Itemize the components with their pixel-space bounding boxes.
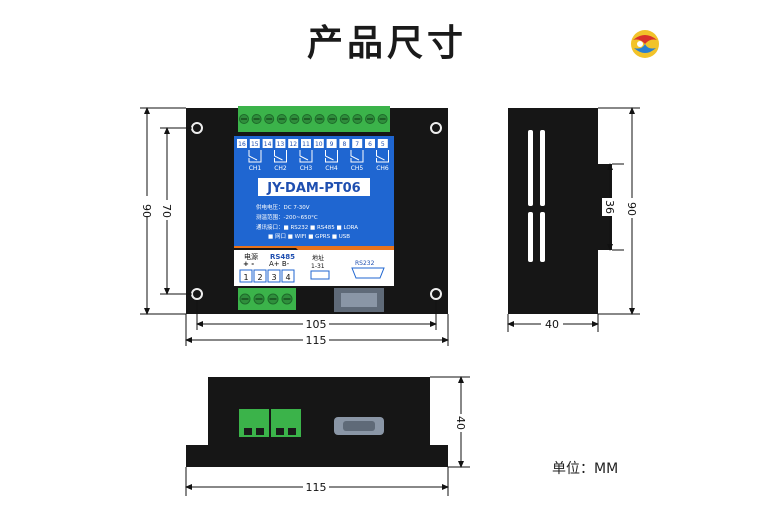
bottom-view	[186, 377, 448, 467]
terminal-label-box	[377, 139, 388, 148]
spec-voltage: 供电电压：DC 7-30V	[256, 203, 310, 211]
terminal-label: 7	[355, 141, 359, 148]
dim-side-inner: 36	[603, 200, 616, 214]
address-range: 1-31	[311, 263, 325, 270]
page-title: 产品尺寸	[306, 23, 467, 64]
relay-contact-icon	[350, 150, 364, 163]
terminal-label-box	[365, 139, 375, 148]
terminal-number: 3	[271, 273, 276, 282]
terminal-label: 13	[277, 141, 285, 148]
db9-port-inner	[343, 421, 375, 431]
terminal-number-box	[239, 269, 253, 283]
terminal-block-left	[239, 409, 269, 437]
channel-label: CH5	[351, 165, 364, 172]
spec-comm: 通讯接口：■ RS232 ■ RS485 ■ LORA	[256, 223, 358, 231]
terminal-label: 15	[251, 141, 259, 148]
terminal-hole	[288, 428, 296, 435]
dim-side-depth: 40	[545, 318, 559, 331]
model-banner	[258, 178, 370, 196]
model-name: JY-DAM-PT06	[266, 181, 360, 196]
terminal-label: 6	[368, 141, 372, 148]
terminal-label-box	[249, 139, 260, 148]
terminal-number: 4	[285, 273, 290, 282]
relay-contact-icon	[299, 150, 313, 163]
power-rs485-terminal	[238, 288, 296, 310]
db9-connector-icon	[351, 267, 385, 279]
terminal-number-box	[281, 269, 295, 283]
terminal-number: 1	[243, 273, 248, 282]
relay-contact-icon	[248, 150, 262, 163]
spec-temp: 测温范围：-200~650°C	[256, 213, 318, 221]
spec-comm-2: ■ 网口 ■ WIFI ■ GPRS ■ USB	[268, 233, 350, 240]
mount-hole-icon	[430, 122, 442, 134]
terminal-label-box	[301, 139, 311, 148]
dim-bottom-height: 40	[454, 416, 467, 430]
terminal-label: 10	[315, 141, 323, 148]
terminal-hole	[244, 428, 252, 435]
db9-port-inner	[341, 293, 377, 307]
terminal-label-box	[275, 139, 286, 148]
relay-contact-icon	[274, 150, 287, 163]
dim-front-height-inner: 70	[160, 204, 173, 218]
relay-terminal-block	[238, 106, 390, 132]
terminal-number: 2	[257, 273, 262, 282]
terminal-label-box	[288, 139, 299, 148]
terminal-label-box	[313, 139, 324, 148]
power-label: 电源	[244, 252, 258, 261]
terminal-number-box	[253, 269, 267, 283]
dim-side-height: 90	[625, 202, 638, 216]
vent-slot	[528, 130, 533, 206]
channel-label: CH3	[300, 165, 313, 172]
terminal-label: 14	[264, 141, 272, 148]
dip-switch	[310, 270, 330, 280]
terminal-hole	[256, 428, 264, 435]
unit-label: 单位：MM	[552, 461, 619, 477]
channel-label: CH2	[274, 165, 287, 172]
terminal-label: 5	[381, 141, 385, 148]
channel-label: CH1	[249, 165, 262, 172]
terminal-label-box	[237, 139, 247, 148]
dim-front-width-outer: 115	[306, 334, 327, 347]
terminal-label: 8	[342, 141, 346, 148]
terminal-label-box	[339, 139, 350, 148]
terminal-label: 11	[302, 141, 310, 148]
terminal-hole	[276, 428, 284, 435]
relay-contact-icon	[325, 150, 338, 163]
relay-contact-icon	[376, 150, 389, 163]
address-label: 地址	[312, 254, 324, 262]
terminal-block-right	[271, 409, 301, 437]
terminal-label-box	[326, 139, 337, 148]
side-enclosure	[508, 108, 612, 314]
channel-label: CH4	[325, 165, 338, 172]
terminal-label-box	[262, 139, 273, 148]
side-view	[508, 108, 612, 314]
dim-bottom-width: 115	[306, 481, 327, 494]
vent-slot	[540, 130, 545, 206]
terminal-label: 16	[238, 141, 246, 148]
bottom-enclosure-base	[186, 445, 448, 467]
rs485-signs: A+ B-	[269, 260, 290, 268]
power-signs: + -	[243, 260, 254, 268]
vent-slot	[528, 212, 533, 262]
terminal-label: 9	[330, 141, 334, 148]
terminal-number-box	[267, 269, 281, 283]
dim-front-width-inner: 105	[306, 318, 327, 331]
dim-front-height-outer: 90	[140, 204, 153, 218]
rs232-label: RS232	[355, 260, 375, 267]
vent-slot	[540, 212, 545, 262]
rs485-label: RS485	[270, 253, 295, 261]
channel-label: CH6	[376, 165, 389, 172]
terminal-label-box	[352, 139, 363, 148]
mount-hole-icon	[430, 288, 442, 300]
terminal-label: 12	[289, 141, 297, 148]
brand-logo-icon	[631, 30, 659, 58]
